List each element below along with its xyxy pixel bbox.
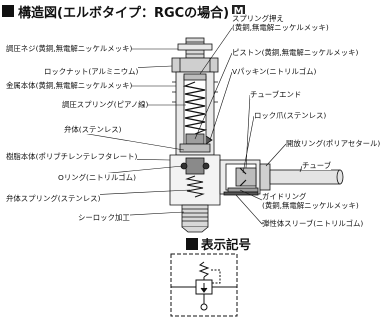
label-lock-nut: ロックナット(アルミニウム) [44, 67, 139, 76]
label-piston: ピストン(黄銅,無電解ニッケルメッキ) [232, 48, 359, 57]
label-adjusting-screw: 調圧ネジ(黄銅,無電解ニッケルメッキ) [6, 44, 133, 53]
label-spring-retainer: スプリング押え [232, 14, 284, 23]
label-valve-body: 弁体(ステンレス) [64, 125, 122, 134]
label-v-packing: Vパッキン(ニトリルゴム) [232, 67, 317, 76]
label-resin-body: 樹脂本体(ポリブチレンテレフタレート) [6, 152, 138, 161]
symbol-heading: 表示記号 [186, 234, 251, 253]
label-o-ring: Oリング(ニトリルゴム) [58, 173, 136, 182]
symbol-square-icon [186, 237, 198, 250]
heading-title: 構造図(エルボタイプ：RGCの場合) [18, 5, 230, 21]
label-elastic-sleeve: 弾性体スリーブ(ニトリルゴム) [262, 219, 364, 228]
regulator-cross-section [169, 37, 344, 233]
symbol-title: 表示記号 [201, 237, 252, 252]
label-guide-ring: ガイドリング [262, 192, 307, 201]
label-adjusting-spring: 調圧スプリング(ピアノ線) [62, 100, 149, 109]
symbol-graphic [170, 253, 238, 317]
label-valve-spring: 弁体スプリング(ステンレス) [6, 194, 101, 203]
label-seal-lock: シーロック加工 [78, 213, 130, 222]
label-lock-claw: ロック爪(ステンレス) [254, 111, 327, 120]
label-spring-retainer-material: (黄銅,無電解ニッケルメッキ) [232, 23, 329, 32]
label-tube-end: チューブエンド [250, 90, 302, 99]
label-release-ring: 開放リング(ポリアセタール) [286, 139, 381, 148]
label-tube: チューブ [302, 161, 332, 170]
label-guide-ring-material: (黄銅,無電解ニッケルメッキ) [262, 201, 359, 210]
heading-square-icon [2, 5, 14, 17]
label-metal-body: 金属本体(黄銅,無電解ニッケルメッキ) [6, 81, 133, 90]
